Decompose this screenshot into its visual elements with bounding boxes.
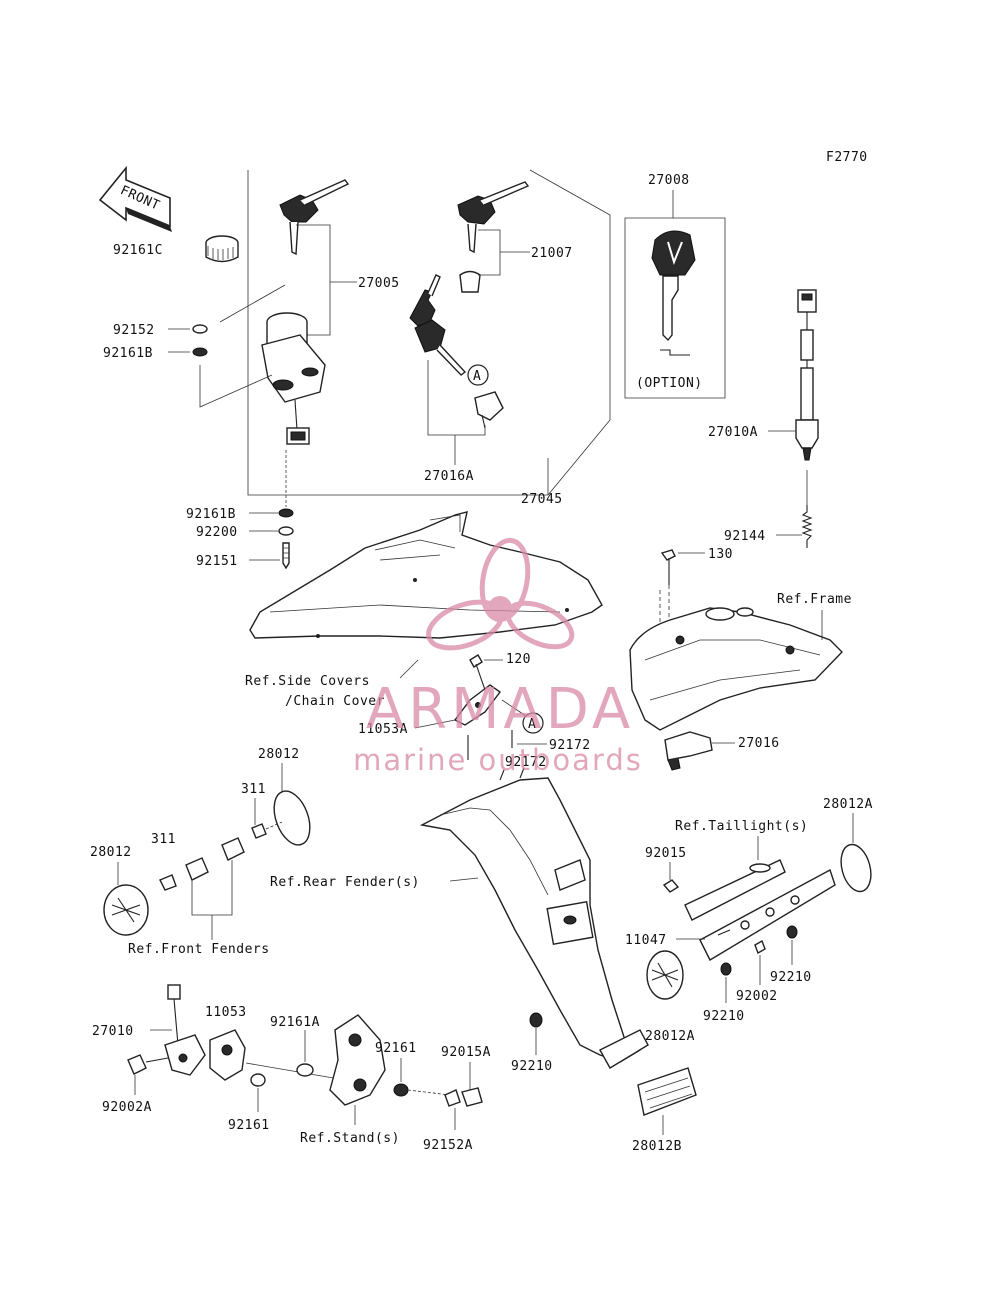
taillight-bracket-icon [684,859,836,961]
label-92015a: 92015A [441,1045,491,1060]
label-ref-front-fenders: Ref.Front Fenders [128,942,270,957]
label-27010a: 27010A [708,425,758,440]
label-ref-taillight: Ref.Taillight(s) [675,819,808,834]
key-21007-icon [457,181,530,293]
cap-92161c [205,235,239,263]
label-92161-a: 92161 [375,1041,417,1056]
stand-ref-icon [329,1014,386,1106]
label-92002: 92002 [736,989,778,1004]
marker-a-top: A [473,369,481,384]
label-92210-c: 92210 [511,1059,553,1074]
label-130: 130 [708,547,733,562]
label-92015: 92015 [645,846,687,861]
label-28012-left: 28012 [90,845,132,860]
label-28012-top: 28012 [258,747,300,762]
reflector-28012a-bottom-icon [646,950,684,1000]
label-92200: 92200 [196,525,238,540]
label-28012a-bot: 28012A [645,1029,695,1044]
bracket-11053-icon [209,1029,246,1081]
label-92210-b: 92210 [703,1009,745,1024]
watermark-tagline: marine outboards [353,743,643,777]
label-11053a: 11053A [358,722,408,737]
label-92161-b: 92161 [228,1118,270,1133]
watermark-brand: ARMADA [366,677,634,742]
switch-27010a-icon [795,289,819,461]
label-92210-a: 92210 [770,970,812,985]
label-11047: 11047 [625,933,667,948]
figure-id: F2770 [826,150,868,165]
frame-ref-icon [629,607,843,731]
label-ref-frame: Ref.Frame [777,592,852,607]
reflector-28012-top-icon [273,790,311,846]
label-92151: 92151 [196,554,238,569]
key-27005-icon [279,179,350,256]
label-92161b-bot: 92161B [186,507,236,522]
ignition-switch-icon [261,312,326,445]
label-21007: 21007 [531,246,573,261]
label-311-a: 311 [241,782,266,797]
label-92172-b: 92172 [505,755,547,770]
front-arrow-icon: FRONT [98,165,172,232]
label-27016a: 27016A [424,469,474,484]
label-92161c: 92161C [113,243,163,258]
spring-92144-icon [801,505,813,548]
label-27045: 27045 [521,492,563,507]
reflector-28012-left-icon [103,884,149,936]
label-27016: 27016 [738,736,780,751]
label-27008: 27008 [648,173,690,188]
label-92172-a: 92172 [549,738,591,753]
label-28012a-right: 28012A [823,797,873,812]
label-11053: 11053 [205,1005,247,1020]
label-ref-side-covers-2: /Chain Cover [285,694,385,709]
label-92002a: 92002A [102,1100,152,1115]
lock-27016-icon [664,731,713,771]
label-option: (OPTION) [636,376,703,391]
watermark-logo: ARMADA marine outboards [353,537,643,777]
label-27010: 27010 [92,1024,134,1039]
reflector-28012b-icon [637,1067,697,1116]
side-stand-switch-icon [127,984,206,1076]
side-cover-ref-icon [249,511,603,639]
propeller-icon [426,537,575,651]
marker-a-bottom: A [528,717,536,732]
label-ref-rear-fender: Ref.Rear Fender(s) [270,875,420,890]
label-311-b: 311 [151,832,176,847]
label-92152a: 92152A [423,1138,473,1153]
label-92161b-top: 92161B [103,346,153,361]
label-28012b: 28012B [632,1139,682,1154]
optional-key-27008-icon [651,230,696,356]
label-120: 120 [506,652,531,667]
key-27016a-icon [409,274,504,429]
label-92161a: 92161A [270,1015,320,1030]
label-ref-side-covers-1: Ref.Side Covers [245,674,370,689]
label-92144: 92144 [724,529,766,544]
label-27005: 27005 [358,276,400,291]
spacer-311-icon [159,837,245,891]
rear-fender-ref-icon [419,767,649,1069]
label-ref-stand: Ref.Stand(s) [300,1131,400,1146]
label-92152: 92152 [113,323,155,338]
reflector-28012a-right-icon [840,843,872,893]
